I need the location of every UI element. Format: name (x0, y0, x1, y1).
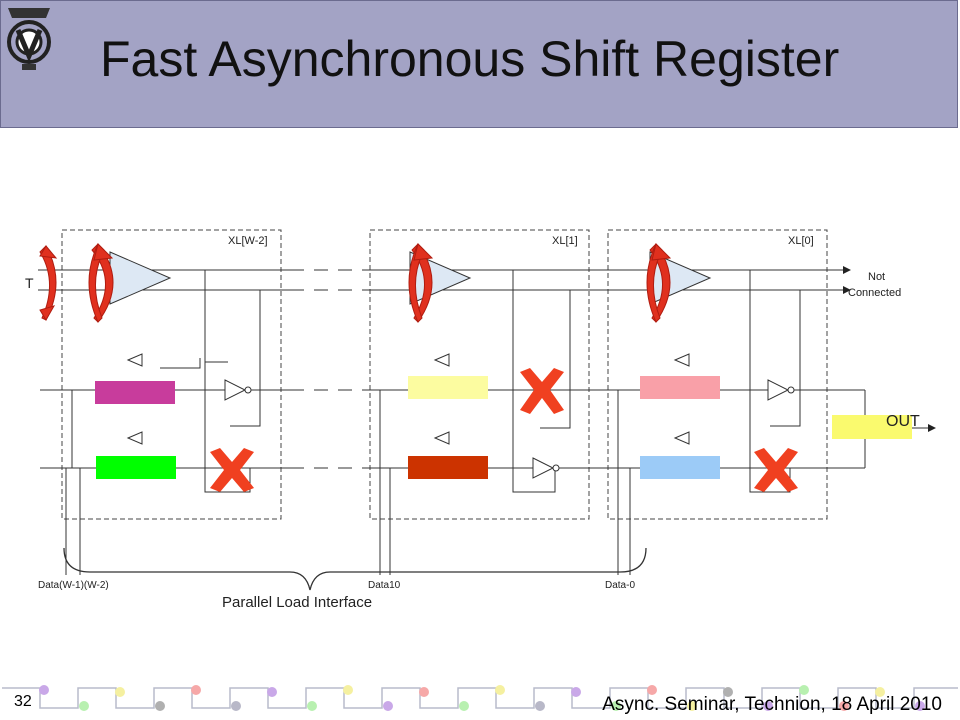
inverter-w2 (224, 379, 247, 401)
block-label-w2: XL[W-2] (228, 235, 268, 247)
output-box (832, 415, 912, 439)
shift-register-diagram: XL[W-2] XL[1] XL[0] T Not Connected (25, 229, 936, 611)
footer-caption: Async. Seminar, Technion, 18 April 2010 (602, 694, 942, 715)
block-outline-0 (607, 229, 828, 520)
data-label-0: Data-0 (605, 580, 635, 591)
register-box-1-bottom (408, 456, 488, 479)
buffer-w2 (109, 251, 172, 305)
register-box-0-top (640, 376, 720, 399)
register-box-w2-top (95, 381, 175, 404)
register-box-w2-bottom (96, 456, 176, 479)
data-label-w2: Data(W-1)(W-2) (38, 580, 109, 591)
not-connected-label-line2: Connected (848, 287, 901, 299)
slide-title: Fast Asynchronous Shift Register (100, 31, 840, 87)
arrow-buffer-0 (646, 243, 672, 323)
block-outline-w2 (61, 229, 282, 520)
arrow-buffer-w2 (88, 243, 114, 323)
bus-label: Parallel Load Interface (222, 594, 372, 611)
cross-0 (754, 448, 798, 492)
data-label-1: Data10 (368, 580, 401, 591)
register-box-0-bottom (640, 456, 720, 479)
arrow-buffer-1 (408, 243, 434, 323)
bus-brace (63, 547, 647, 591)
footer-decoration (0, 678, 960, 720)
arrow-input-t (39, 245, 58, 321)
title-bar (0, 0, 958, 128)
inverter-1 (532, 457, 555, 479)
cross-1 (520, 368, 564, 414)
inverter-0 (767, 379, 790, 401)
block-label-0: XL[0] (788, 235, 814, 247)
block-outline-1 (369, 229, 590, 520)
block-label-1: XL[1] (552, 235, 578, 247)
input-label: T (25, 275, 34, 291)
slide-number: 32 (14, 693, 32, 710)
output-label: OUT (886, 413, 920, 430)
cross-w2 (210, 448, 254, 492)
technion-logo (7, 8, 51, 70)
not-connected-label-line1: Not (868, 271, 885, 283)
register-box-1-top (408, 376, 488, 399)
